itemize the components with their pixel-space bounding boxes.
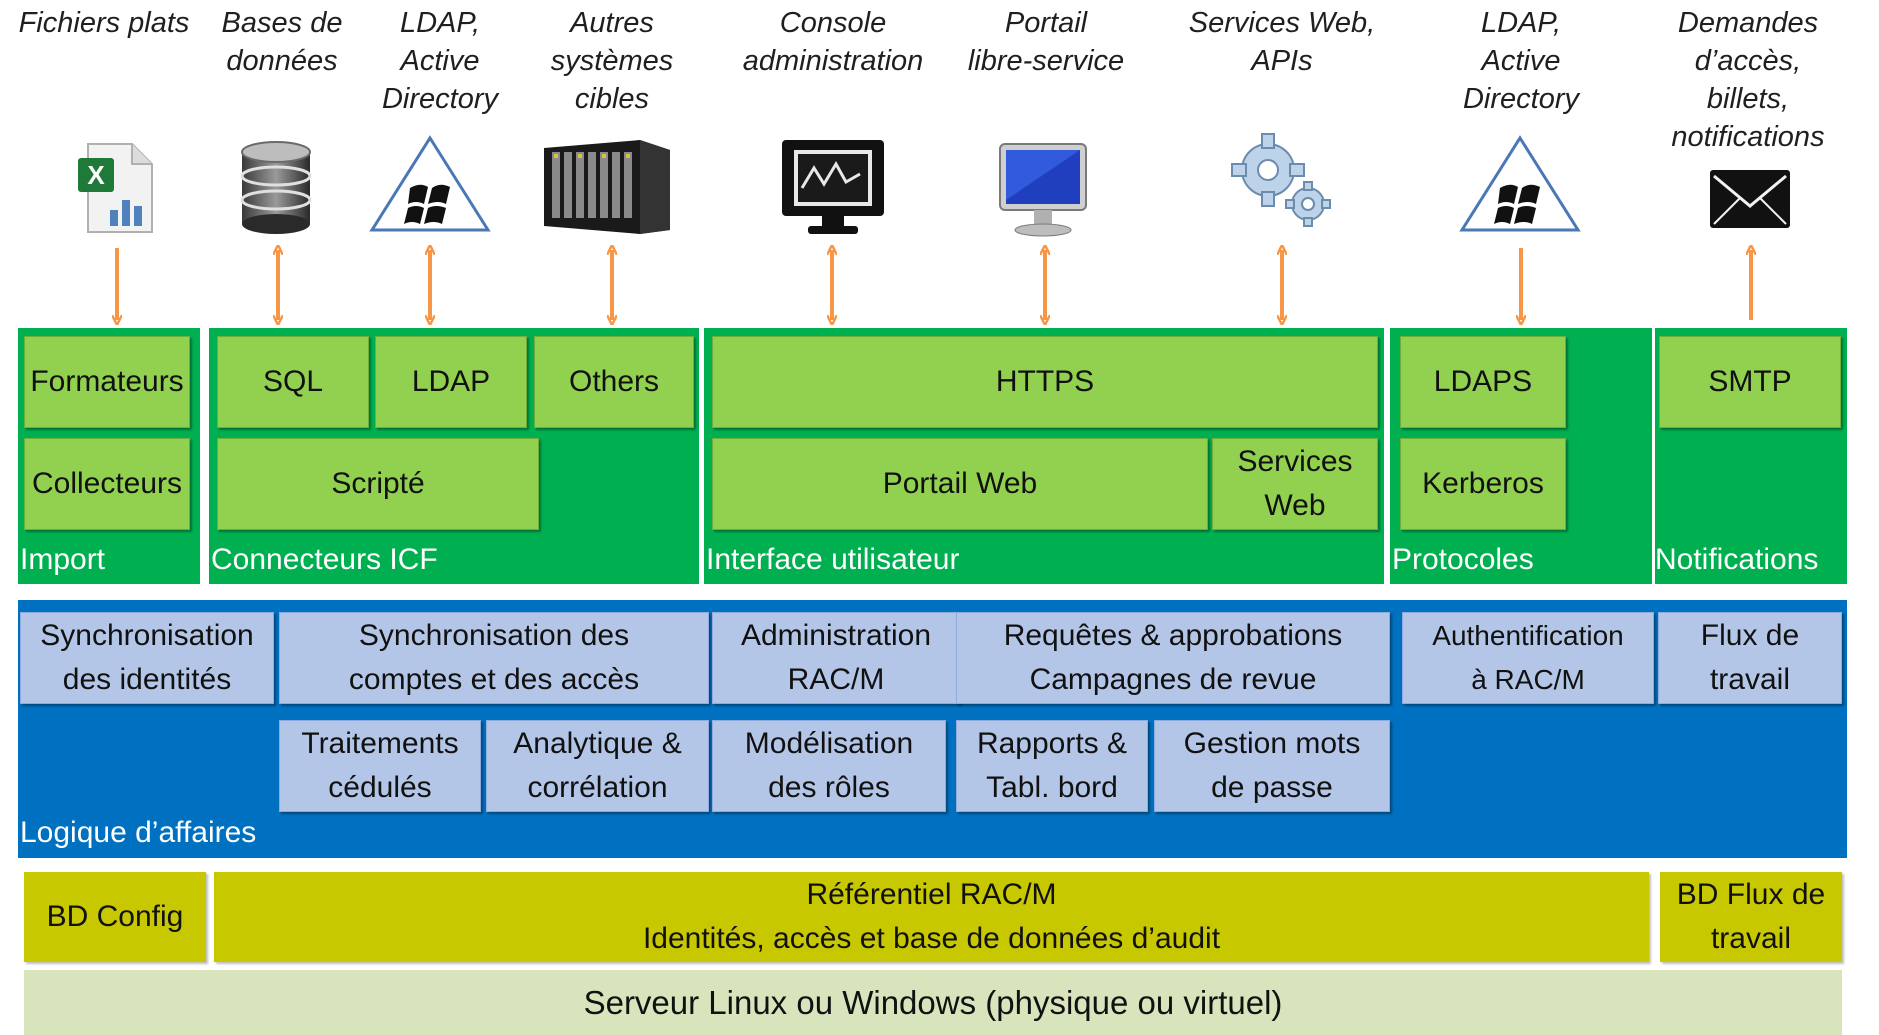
- ldap-box: LDAP: [375, 336, 527, 428]
- envelope-icon: [1710, 170, 1790, 228]
- protocols-label: Protocoles: [1392, 543, 1534, 576]
- smtp-box: SMTP: [1659, 336, 1841, 428]
- ui-label: Interface utilisateur: [706, 543, 960, 576]
- notifications-label: Notifications: [1655, 543, 1819, 576]
- protocols-panel: LDAPS Kerberos Protocoles: [1390, 328, 1652, 584]
- label-other-targets: Autres systèmes cibles: [550, 7, 674, 115]
- arrows-layer: [0, 244, 1879, 330]
- monitor-icon: [999, 143, 1087, 237]
- excel-file-icon: X: [78, 143, 153, 233]
- referentiel-box: Référentiel RAC/M Identités, accès et ba…: [214, 872, 1649, 962]
- icf-connectors-panel: SQL LDAP Others Scripté Connecteurs ICF: [209, 328, 699, 584]
- server-layer: Serveur Linux ou Windows (physique ou vi…: [24, 970, 1842, 1035]
- services-web-box: Services Web: [1212, 438, 1378, 530]
- bd-config-box: BD Config: [24, 872, 206, 962]
- business-logic-panel: Synchronisation des identités Synchronis…: [18, 600, 1847, 858]
- scheduled-jobs-box: Traitements cédulés: [279, 720, 481, 812]
- ui-panel: HTTPS Portail Web Services Web Interface…: [704, 328, 1384, 584]
- https-box: HTTPS: [712, 336, 1378, 428]
- ldaps-box: LDAPS: [1400, 336, 1566, 428]
- kerberos-box: Kerberos: [1400, 438, 1566, 530]
- label-databases: Bases de données: [221, 7, 343, 77]
- sync-identities-box: Synchronisation des identités: [20, 612, 274, 704]
- reports-box: Rapports & Tabl. bord: [956, 720, 1148, 812]
- gears-icon: [1231, 133, 1331, 227]
- label-ldap-ad: LDAP, Active Directory: [381, 7, 499, 115]
- authentication-box: Authentification à RAC/M: [1402, 612, 1654, 704]
- admin-console-icon: [782, 140, 884, 234]
- label-web-services: Services Web, APIs: [1188, 7, 1376, 77]
- portail-web-box: Portail Web: [712, 438, 1208, 530]
- password-management-box: Gestion mots de passe: [1154, 720, 1390, 812]
- icf-label: Connecteurs ICF: [211, 543, 438, 576]
- business-logic-label: Logique d’affaires: [20, 816, 257, 849]
- import-panel: Formateurs Collecteurs Import: [18, 328, 200, 584]
- label-admin-console: Console administration: [742, 7, 924, 77]
- label-flat-files: Fichiers plats: [18, 7, 190, 39]
- bd-flux-box: BD Flux de travail: [1660, 872, 1842, 962]
- label-ldap-ad-2: LDAP, Active Directory: [1462, 7, 1580, 115]
- sync-accounts-box: Synchronisation des comptes et des accès: [279, 612, 709, 704]
- notifications-panel: SMTP Notifications: [1655, 328, 1847, 584]
- collecteurs-box: Collecteurs: [24, 438, 190, 530]
- ldap-directory-icon: [369, 135, 491, 232]
- ldap-directory-icon-2: [1459, 135, 1581, 232]
- requests-approvals-box: Requêtes & approbations Campagnes de rev…: [956, 612, 1390, 704]
- svg-text:X: X: [87, 160, 105, 190]
- formateurs-box: Formateurs: [24, 336, 190, 428]
- administration-box: Administration RAC/M: [712, 612, 960, 704]
- analytics-box: Analytique & corrélation: [486, 720, 709, 812]
- label-requests: Demandes d’accès, billets, notifications: [1671, 7, 1825, 153]
- database-icon: [240, 141, 312, 234]
- scripte-box: Scripté: [217, 438, 539, 530]
- sql-box: SQL: [217, 336, 369, 428]
- import-label: Import: [20, 543, 106, 576]
- label-self-service-portal: Portail libre-service: [967, 7, 1125, 77]
- server-rack-icon: [544, 140, 670, 234]
- role-modeling-box: Modélisation des rôles: [712, 720, 946, 812]
- workflow-box: Flux de travail: [1658, 612, 1842, 704]
- others-box: Others: [534, 336, 694, 428]
